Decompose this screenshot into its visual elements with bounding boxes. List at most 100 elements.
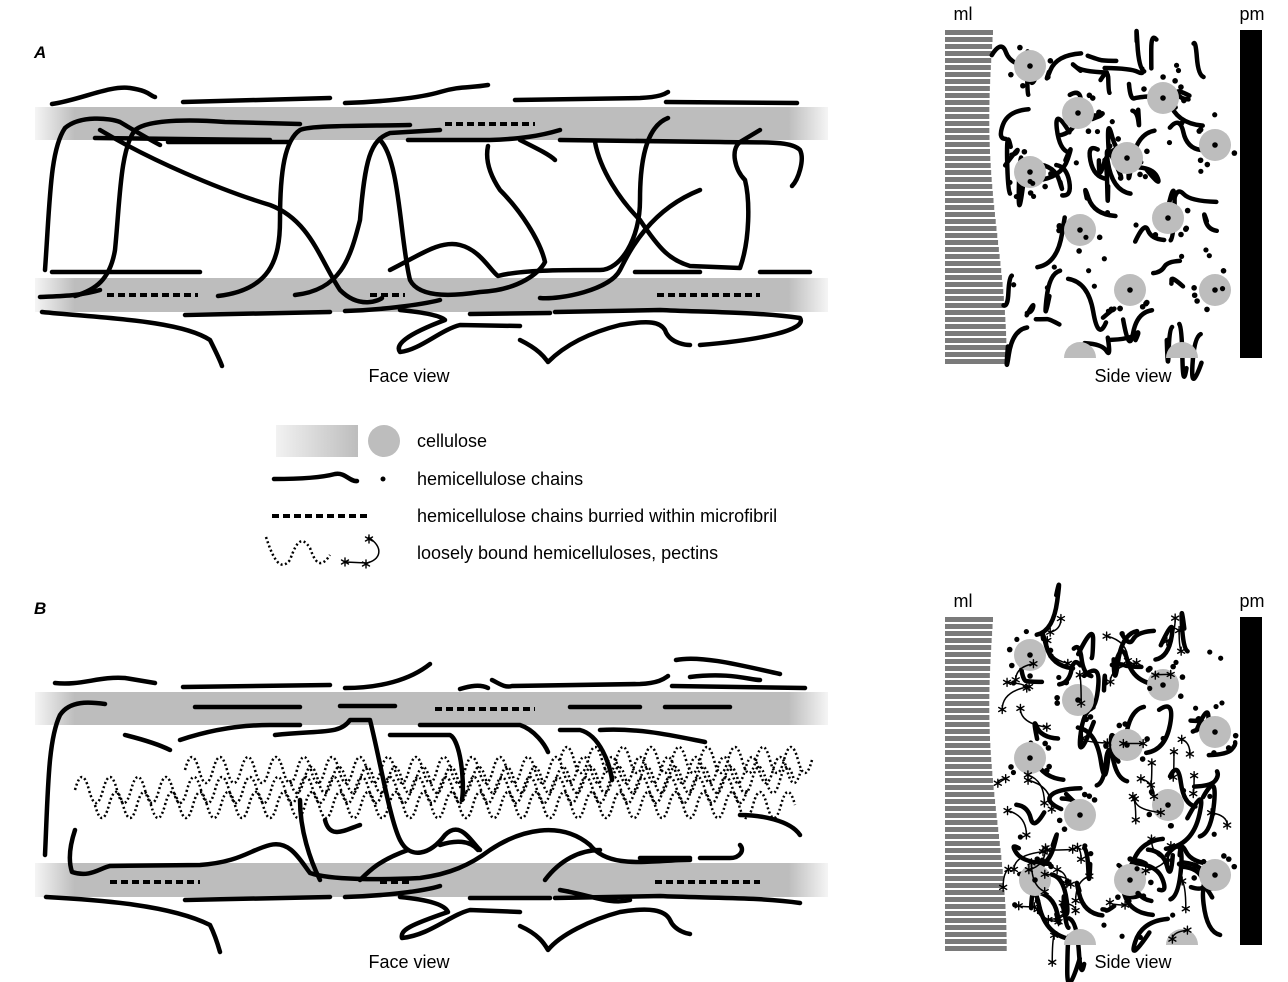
middle-lamella [945,617,1007,951]
hemicellulose-dot [1180,787,1187,794]
hemicellulose-chain [1074,880,1105,918]
lamella-stripe [945,841,1000,846]
hemicellulose-dot [1137,934,1143,940]
hemicellulose-dot [1144,736,1150,742]
hemicellulose-dot [1056,674,1062,681]
pectin-mark [1040,886,1049,897]
hemicellulose-dot [1147,685,1153,691]
hemicellulose-dot [1160,682,1166,688]
lamella-stripe [945,939,1007,944]
hemicellulose-dot [1099,110,1105,117]
hemicellulose-dot [1211,750,1217,756]
pectin-mark [1047,804,1056,814]
lamella-stripe [945,352,1007,357]
hemicellulose-dot [1007,179,1013,186]
hemicellulose-dot [1091,797,1098,803]
cellulose-band-swatch [276,425,358,457]
lamella-stripe [945,764,992,769]
hemicellulose-chain [1167,120,1204,153]
lamella-stripe [945,44,993,49]
lamella-stripe [945,876,1004,881]
hemicellulose-dot [1201,858,1207,865]
hemicellulose-chain [1098,71,1112,96]
hemicellulose-dot [1195,715,1202,722]
hemicellulose-dot [1197,157,1204,164]
hemicellulose-dot [1051,264,1057,270]
loose-hemicellulose-chain [93,790,797,820]
hemicellulose-dot [1144,299,1150,306]
hemicellulose-dot [1044,285,1051,291]
lamella-stripe [945,932,1007,937]
lamella-stripe [945,736,991,741]
pectin-mark [1085,871,1094,881]
hemicellulose-dot [1009,662,1015,669]
hemicellulose-dot [1137,171,1143,178]
pectin-mark [1151,670,1160,680]
pectin-mark [1136,774,1146,784]
hemicellulose-dot [1207,649,1213,655]
pectin-mark [1040,798,1049,808]
pectin-mark [1120,900,1130,910]
hemicellulose-chain [1177,321,1189,379]
hemicellulose-dot [1197,126,1204,133]
lamella-stripe [945,226,997,231]
hemicellulose-dot [1008,71,1014,78]
hemicellulose-dot [1191,285,1197,291]
pectin-swatch [344,536,380,564]
pectin-mark [1181,904,1191,914]
lamella-stripe [945,862,1003,867]
hemicellulose-dot [1047,58,1054,64]
lamella-stripe [945,694,990,699]
lamella-stripe [945,331,1007,336]
pectin-mark [1030,902,1039,912]
side-view-b: ml pm Side view [945,582,1265,982]
pectin-mark [1049,930,1059,941]
plasma-membrane [1240,617,1262,945]
hemicellulose-chain [1102,157,1111,203]
pectin-mark [1052,864,1062,875]
pectin-mark [1132,658,1141,668]
pectin-mark [1185,749,1195,759]
hemicellulose-dot [1020,82,1026,89]
hemicellulose-dot [1034,898,1041,904]
face-view-a: Face view [35,82,828,386]
hemicellulose-dot [1170,663,1176,670]
hemicellulose-dot [1048,170,1054,177]
pectin-mark [1176,646,1186,656]
lamella-stripe [945,212,995,217]
plasma-membrane-label: pm [1239,591,1264,611]
hemicellulose-chain [1033,316,1062,327]
lamella-stripe [945,72,991,77]
hemicellulose-dot [1086,793,1093,799]
lamella-stripe [945,925,1007,930]
pectin-mark [1183,925,1192,935]
lamella-stripe [945,799,996,804]
hemicellulose-dot [1096,234,1103,241]
loose-hemicellulose-chain [73,775,749,805]
lamella-stripe [945,93,990,98]
hemicellulose-dot [1166,139,1173,146]
hemicellulose-dot [1030,193,1037,200]
hemicellulose-chain [1137,165,1161,184]
hemicellulose-dot [1212,872,1218,878]
pectin-mark [1042,845,1052,855]
hemicellulose-dot [1044,767,1050,774]
hemicellulose-dot [1088,850,1094,857]
hemicellulose-dot [1219,700,1225,706]
hemicellulose-chain [1047,785,1083,812]
hemicellulose-chain [1011,844,1052,867]
lamella-stripe [945,324,1006,329]
hemicellulose-chain [1035,215,1067,270]
lamella-stripe [945,729,990,734]
pectin-mark [1169,747,1179,757]
hemicellulose-chain [1014,802,1047,826]
pectin-mark [1147,758,1157,768]
hemicellulose-dot [1008,764,1014,770]
hemicellulose-chain [1200,886,1223,938]
lamella-stripe [945,946,1007,951]
hemicellulose-dot [1042,183,1048,190]
hemicellulose-dot [1027,755,1033,761]
loosely-bound-hemicelluloses [73,745,814,820]
hemicellulose-dot [1119,933,1125,939]
hemicellulose-dot [1194,298,1200,304]
